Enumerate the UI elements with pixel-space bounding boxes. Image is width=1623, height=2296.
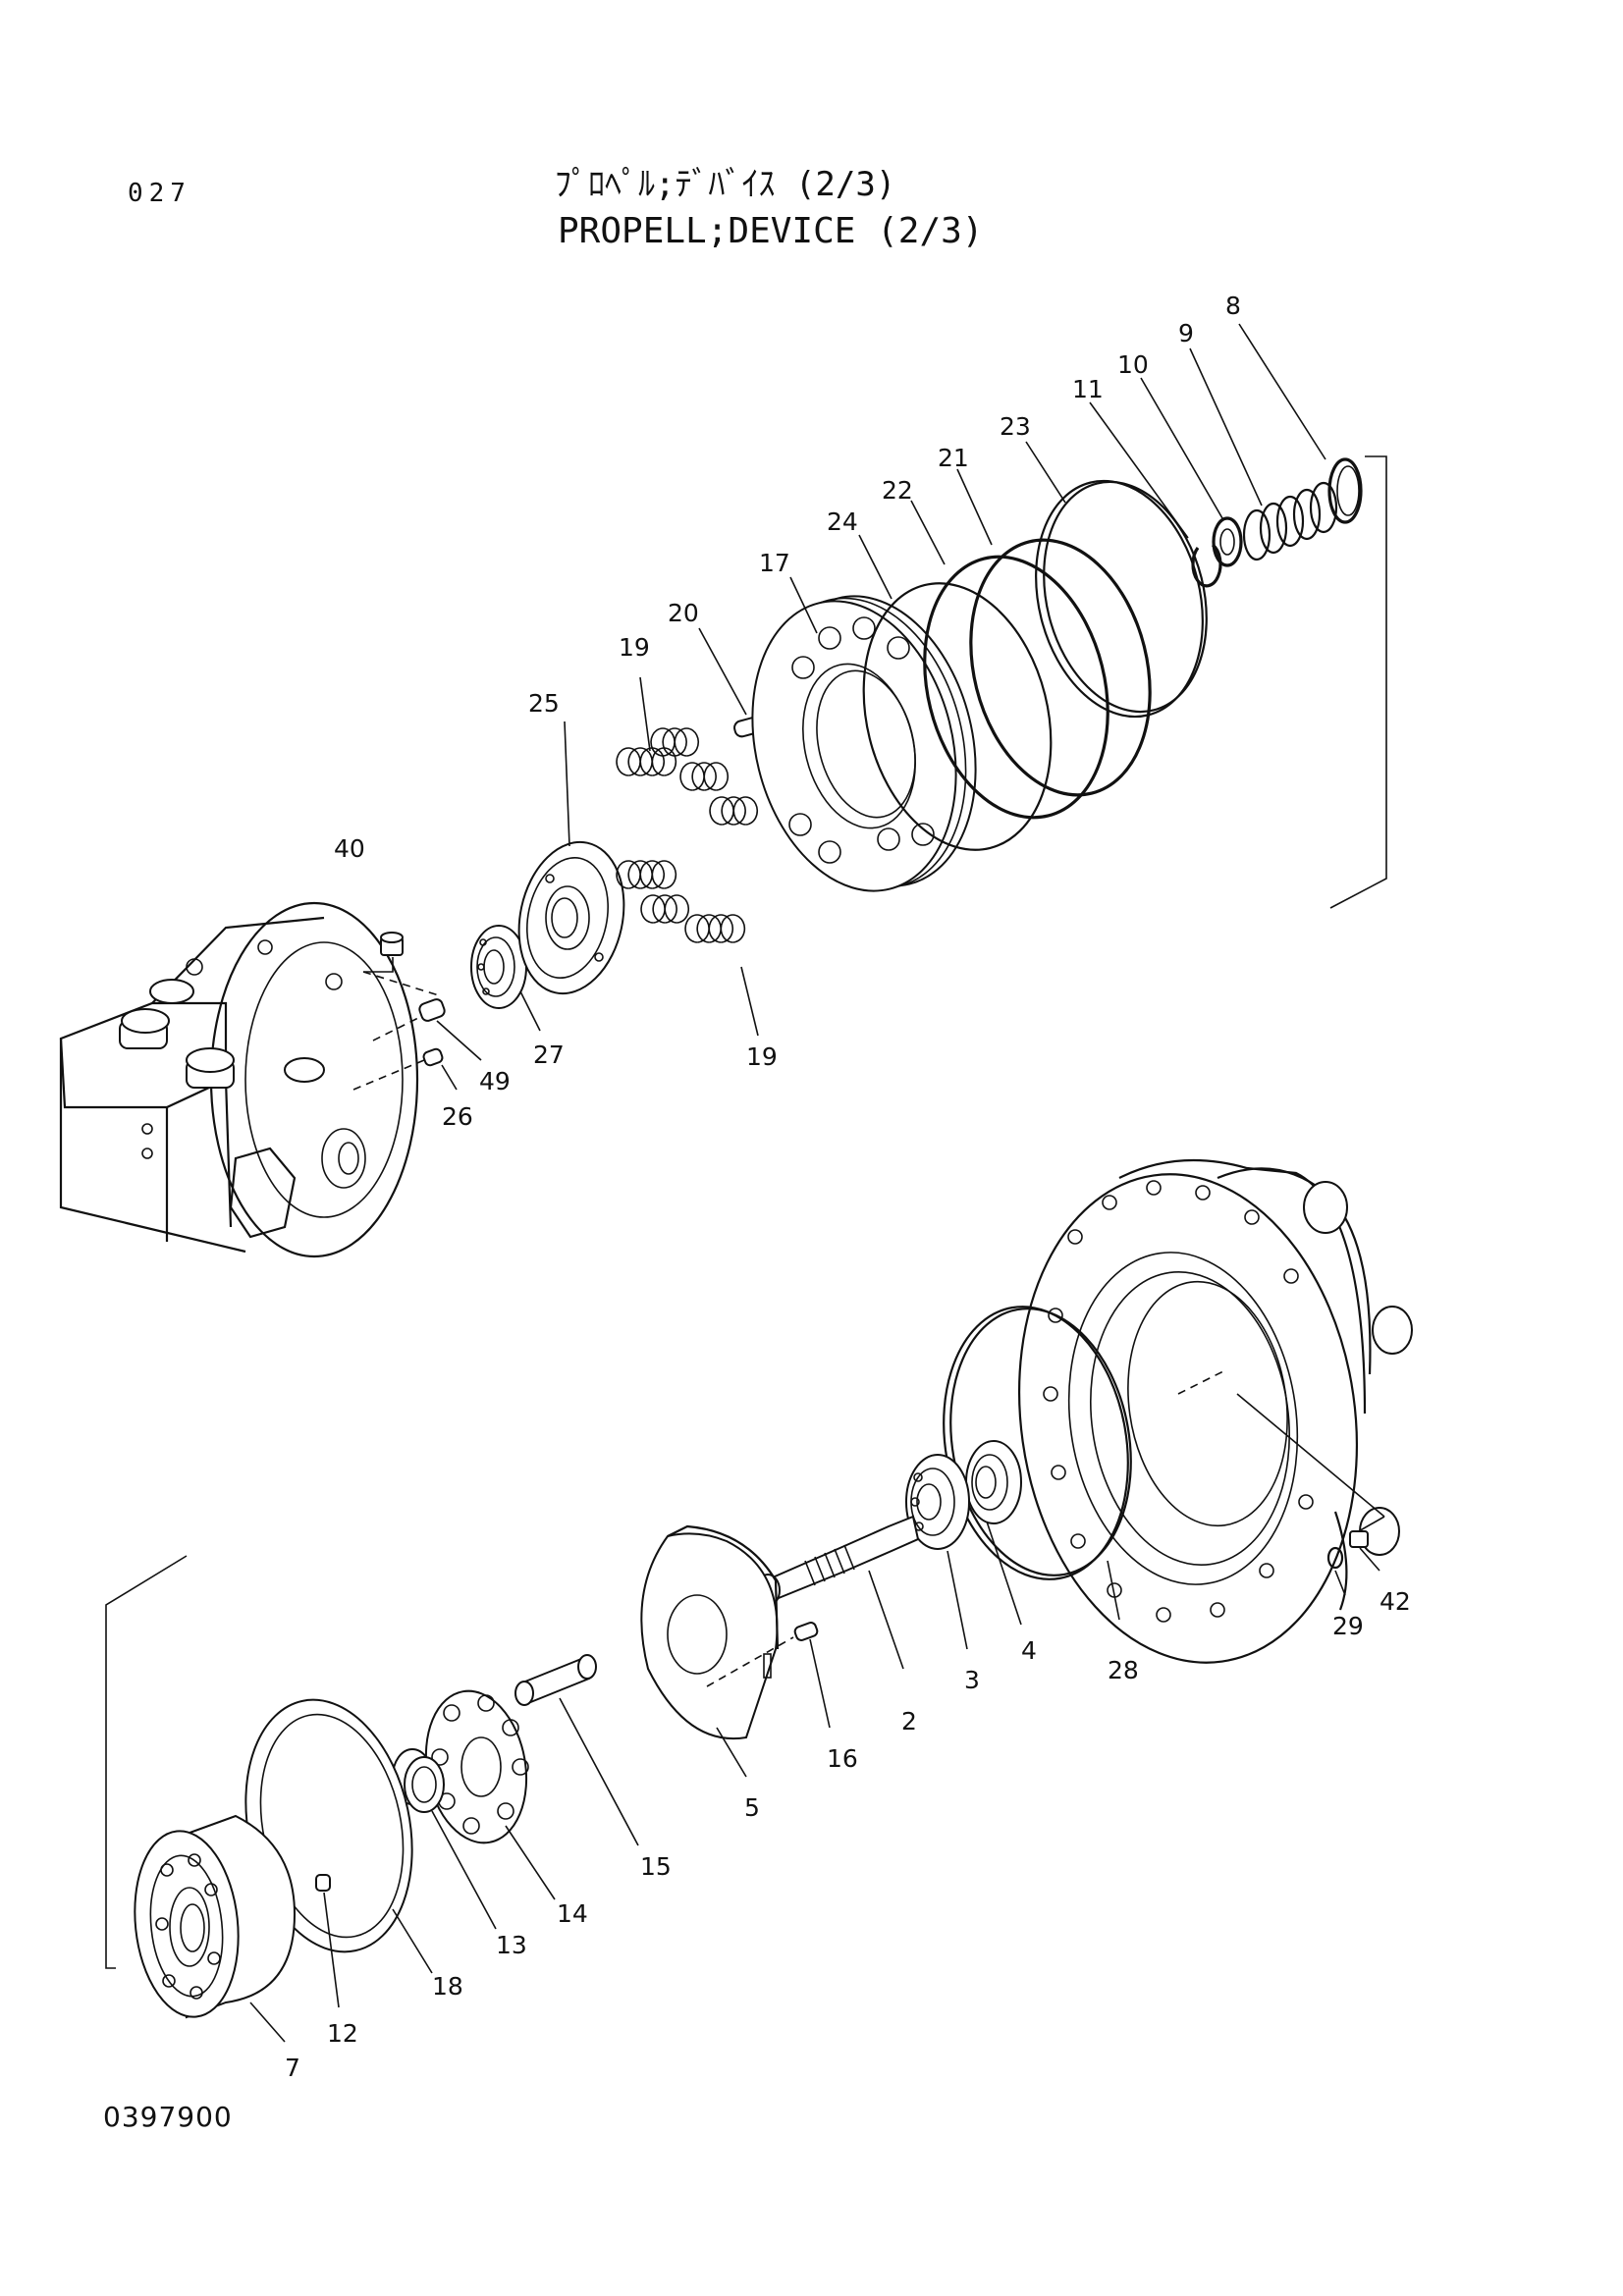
callout-19-lower: 19 xyxy=(746,1042,778,1071)
callout-9: 9 xyxy=(1178,319,1194,347)
callout-16: 16 xyxy=(827,1744,858,1773)
callout-28: 28 xyxy=(1108,1656,1139,1684)
callout-7: 7 xyxy=(285,2054,300,2082)
callout-5: 5 xyxy=(744,1793,760,1822)
part-40-plug-icon xyxy=(362,932,443,997)
callout-40: 40 xyxy=(334,834,365,863)
title-japanese: ﾌﾟﾛﾍﾟﾙ;ﾃﾞﾊﾞｲｽ (2/3) xyxy=(555,165,896,204)
part-5-swash-plate-icon xyxy=(640,1524,780,1778)
callout-29: 29 xyxy=(1332,1612,1364,1640)
callout-49: 49 xyxy=(479,1067,511,1095)
page-number: 027 xyxy=(128,179,191,208)
part-7-cylinder-block-icon xyxy=(134,1814,297,2043)
callout-20: 20 xyxy=(668,599,699,627)
drawing-id: 0397900 xyxy=(103,2101,233,2133)
callout-24: 24 xyxy=(827,507,858,536)
callout-19-upper: 19 xyxy=(619,633,650,662)
part-26-pin-icon xyxy=(352,1047,458,1091)
part-28-o-ring-icon xyxy=(943,1306,1132,1621)
callout-12: 12 xyxy=(327,2019,358,2048)
part-22-ring-icon xyxy=(910,500,1109,820)
callout-15: 15 xyxy=(640,1852,672,1881)
part-14-retainer-plate-icon xyxy=(424,1689,556,1900)
callout-17: 17 xyxy=(759,549,790,577)
callout-4: 4 xyxy=(1021,1636,1037,1665)
callout-14: 14 xyxy=(557,1899,588,1928)
part-29-ring-icon xyxy=(1326,1546,1346,1596)
part-4-bearing-icon xyxy=(965,1440,1022,1626)
callout-21: 21 xyxy=(938,444,969,472)
part-8-ring-icon xyxy=(1238,323,1363,524)
callout-23: 23 xyxy=(1000,412,1031,441)
part-21-ring-icon xyxy=(956,468,1152,797)
assembly-bracket-lower xyxy=(105,1555,188,1969)
valve-casing-part xyxy=(59,901,419,1258)
part-10-washer-icon xyxy=(1140,377,1243,567)
callout-2: 2 xyxy=(901,1707,917,1735)
part-17-piston-icon xyxy=(751,576,977,892)
assembly-bracket-upper xyxy=(1329,455,1387,909)
title-english: PROPELL;DEVICE (2/3) xyxy=(558,211,984,251)
callout-3: 3 xyxy=(964,1666,980,1694)
part-2-shaft-icon xyxy=(755,1515,920,1670)
part-25-valve-plate-icon xyxy=(517,721,625,995)
callout-27: 27 xyxy=(533,1041,565,1069)
callout-26: 26 xyxy=(442,1102,473,1131)
part-15-pin-icon xyxy=(514,1654,639,1846)
part-42-plug-icon xyxy=(1349,1530,1380,1572)
part-housing-icon xyxy=(1017,1158,1413,1664)
callout-8: 8 xyxy=(1225,292,1241,320)
part-49-pin-icon xyxy=(372,998,482,1061)
part-9-spring-icon xyxy=(1189,347,1338,561)
callout-labels: 8 9 10 11 23 21 22 24 17 20 19 25 40 49 … xyxy=(285,292,1411,2082)
callout-11: 11 xyxy=(1072,375,1104,403)
part-12-pin-icon xyxy=(315,1874,340,2008)
part-16-pin-icon xyxy=(706,1622,831,1729)
part-19-springs-lower-icon xyxy=(616,860,759,1037)
callout-13: 13 xyxy=(496,1931,527,1959)
part-3-bearing-icon xyxy=(905,1454,970,1650)
callout-10: 10 xyxy=(1117,350,1149,379)
part-11-snap-ring-icon xyxy=(1089,401,1222,588)
callout-22: 22 xyxy=(882,476,913,505)
part-24-ring-icon xyxy=(858,534,1053,851)
part-19-springs-upper-icon xyxy=(616,676,759,826)
callout-25: 25 xyxy=(528,689,560,718)
callout-18: 18 xyxy=(432,1972,463,2001)
callout-42: 42 xyxy=(1380,1587,1411,1616)
